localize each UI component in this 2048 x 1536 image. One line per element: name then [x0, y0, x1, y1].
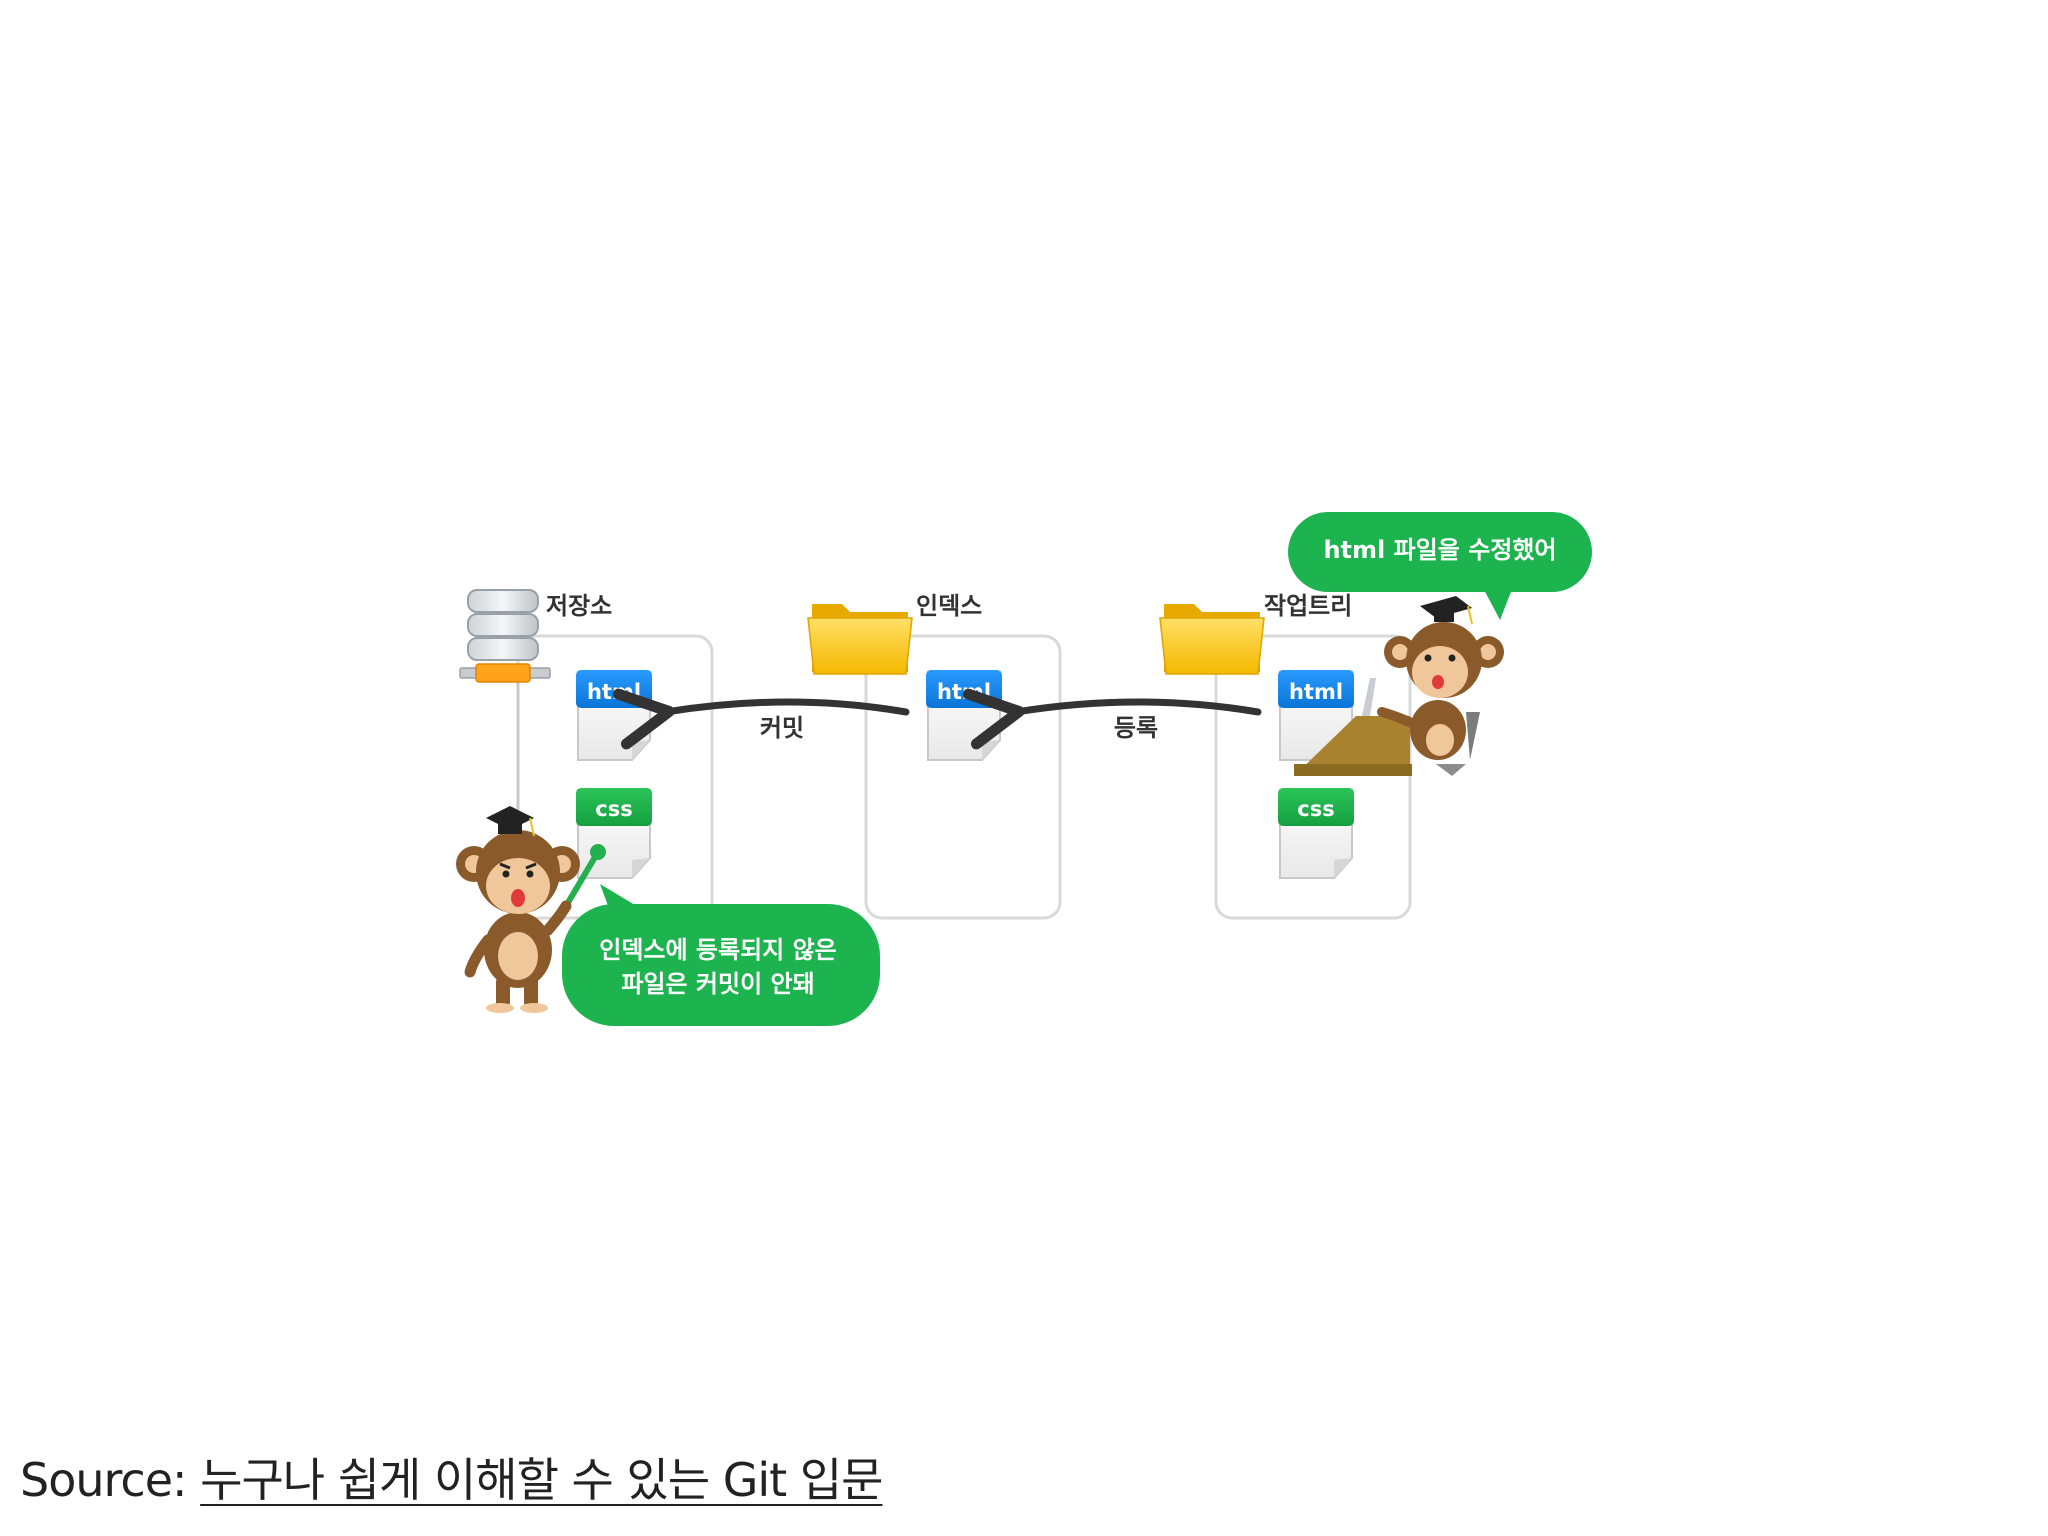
working-tree-box	[1214, 634, 1412, 920]
working-tree-css-file-icon: css	[1278, 788, 1354, 879]
top-bubble-text: html 파일을 수정했어	[1323, 536, 1556, 564]
monkey-teacher-character	[456, 806, 606, 1013]
bottom-bubble-line1: 인덱스에 등록되지 않은	[599, 936, 837, 964]
working-tree-label: 작업트리	[1264, 592, 1352, 620]
add-arrow	[962, 688, 1262, 750]
index-html-file-icon: html	[926, 670, 1002, 761]
repository-html-file-icon: html	[576, 670, 652, 761]
index-folder-icon	[807, 604, 913, 675]
bottom-speech-bubble: 인덱스에 등록되지 않은 파일은 커밋이 안돼	[562, 884, 880, 1026]
working-tree-html-label: html	[1289, 680, 1343, 704]
source-prefix: Source:	[20, 1453, 187, 1507]
repository-css-file-icon: css	[576, 788, 652, 879]
repository-css-label: css	[595, 797, 632, 821]
index-label: 인덱스	[916, 592, 982, 620]
monkey-typing-character	[1294, 596, 1504, 776]
source-caption: Source: 누구나 쉽게 이해할 수 있는 Git 입문	[20, 1444, 883, 1510]
commit-arrow	[612, 688, 910, 750]
working-tree-folder-icon	[1159, 604, 1265, 675]
bottom-bubble-line2: 파일은 커밋이 안돼	[621, 970, 814, 998]
add-label: 등록	[1114, 714, 1158, 742]
database-server-icon	[459, 589, 551, 810]
repository-html-label: html	[587, 680, 641, 704]
top-speech-bubble: html 파일을 수정했어	[1288, 512, 1592, 620]
index-html-label: html	[937, 680, 991, 704]
working-tree-css-label: css	[1297, 797, 1334, 821]
source-link[interactable]: 누구나 쉽게 이해할 수 있는 Git 입문	[200, 1453, 883, 1507]
commit-label: 커밋	[760, 714, 804, 742]
repository-label: 저장소	[546, 592, 612, 620]
